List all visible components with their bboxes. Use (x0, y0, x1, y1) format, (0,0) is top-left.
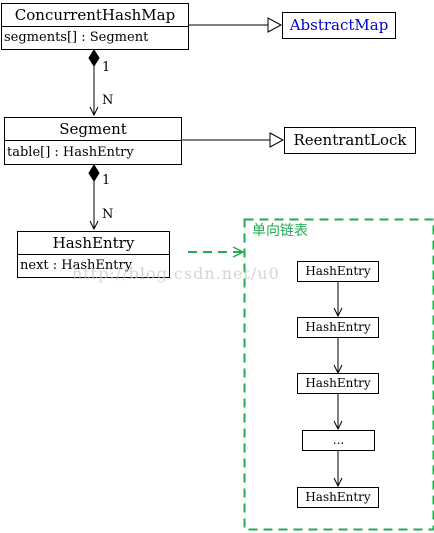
class-concurrent-hash-map: ConcurrentHashMap segments[] : Segment (1, 3, 189, 50)
class-name-concurrent-hash-map: ConcurrentHashMap (14, 6, 176, 24)
class-attribute-segments: segments[] : Segment (2, 26, 188, 49)
list-node-hash-entry-1: HashEntry (297, 261, 379, 282)
multiplicity-map-one: 1 (102, 60, 111, 75)
list-node-hash-entry-3: HashEntry (297, 373, 379, 394)
generalization-arrowhead-reentrant-lock (269, 132, 285, 148)
class-attribute-next: next : HashEntry (18, 254, 169, 277)
class-segment: Segment table[] : HashEntry (4, 117, 182, 165)
multiplicity-segment-many: N (102, 207, 114, 222)
list-node-hash-entry-4: HashEntry (297, 487, 379, 508)
multiplicity-map-many: N (102, 93, 114, 108)
linked-list-group-border (243, 218, 434, 531)
class-hash-entry: HashEntry next : HashEntry (17, 231, 170, 278)
class-abstract-map: AbstractMap (282, 12, 396, 39)
multiplicity-segment-one: 1 (102, 173, 111, 188)
composition-diamond-map-segment (88, 49, 100, 67)
list-node-ellipsis: ... (302, 430, 375, 451)
class-reentrant-lock: ReentrantLock (284, 127, 416, 154)
class-name-segment: Segment (59, 120, 127, 138)
class-name-abstract-map: AbstractMap (289, 16, 389, 34)
linked-list-title: 单向链表 (252, 223, 308, 239)
watermark-text: http://blog.csdn.net/u0 (72, 264, 280, 283)
generalization-arrowhead-abstract-map (267, 17, 283, 33)
class-name-hash-entry: HashEntry (52, 234, 135, 252)
class-attribute-table: table[] : HashEntry (5, 140, 181, 164)
class-name-reentrant-lock: ReentrantLock (293, 131, 407, 149)
composition-diamond-segment-entry (88, 164, 100, 182)
list-node-hash-entry-2: HashEntry (297, 317, 379, 338)
